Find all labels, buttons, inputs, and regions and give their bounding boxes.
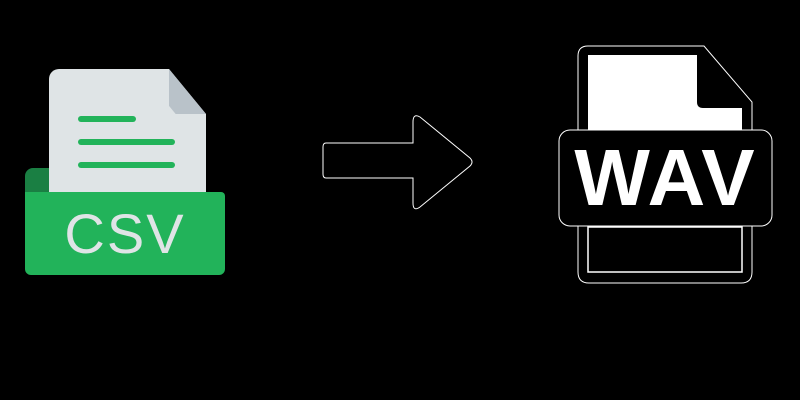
- text-line-icon: [78, 116, 136, 122]
- text-line-icon: [78, 162, 175, 168]
- csv-file-icon: CSV: [0, 0, 260, 300]
- csv-format-label: CSV: [64, 202, 186, 265]
- wav-file-icon: [558, 45, 773, 284]
- wav-format-label: WAV: [574, 133, 757, 222]
- csv-page-fold: [169, 69, 206, 114]
- csv-label-band: [25, 192, 225, 275]
- text-line-icon: [78, 139, 175, 145]
- arrow-right-icon: [322, 115, 473, 210]
